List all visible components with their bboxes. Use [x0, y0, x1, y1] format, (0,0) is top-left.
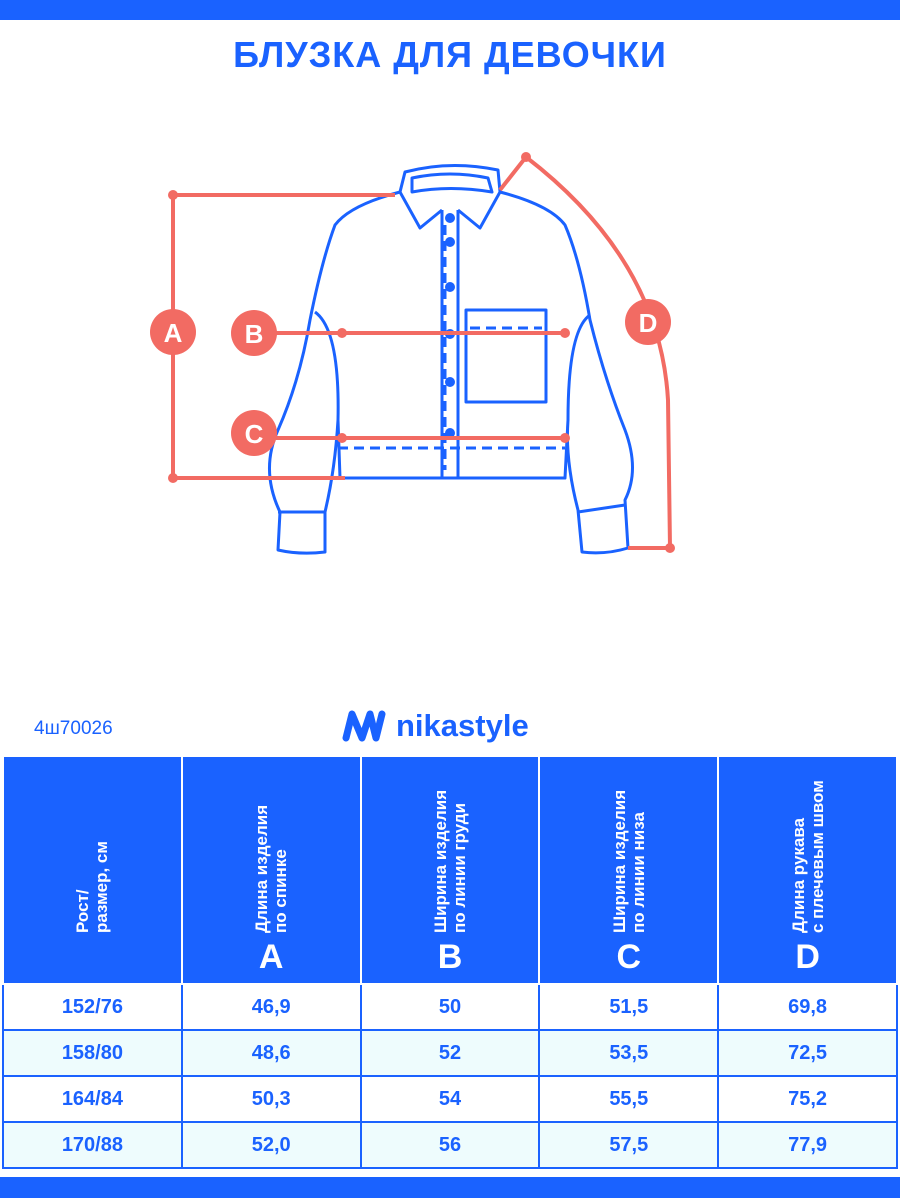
blouse-measurement-diagram: A B C D [150, 152, 675, 555]
cell-c: 55,5 [538, 1075, 720, 1123]
nikastyle-logo-icon [342, 710, 386, 742]
bottom-bar [0, 1177, 900, 1198]
cell-d: 69,8 [717, 983, 898, 1031]
cell-b: 54 [359, 1075, 541, 1123]
badge-c: C [245, 419, 264, 449]
top-bar [0, 0, 900, 20]
blouse-outline [268, 164, 634, 555]
cell-b: 52 [359, 1029, 541, 1077]
brand-logo: nikastyle [342, 708, 529, 744]
brand-name: nikastyle [396, 708, 529, 743]
cell-size: 158/80 [2, 1029, 183, 1077]
cell-a: 50,3 [180, 1075, 362, 1123]
cell-d: 72,5 [717, 1029, 898, 1077]
cell-a: 46,9 [180, 983, 362, 1031]
badge-d: D [639, 308, 658, 338]
article-number: 4ш70026 [34, 718, 113, 739]
measurement-lines [171, 154, 673, 550]
cell-c: 57,5 [538, 1121, 720, 1169]
badge-a: A [164, 318, 183, 348]
cell-a: 48,6 [180, 1029, 362, 1077]
cell-a: 52,0 [180, 1121, 362, 1169]
badge-b: B [245, 319, 264, 349]
cell-b: 56 [359, 1121, 541, 1169]
cell-size: 164/84 [2, 1075, 183, 1123]
cell-size: 152/76 [2, 983, 183, 1031]
measurement-badges: A B C D [150, 299, 671, 456]
cell-b: 50 [359, 983, 541, 1031]
cell-size: 170/88 [2, 1121, 183, 1169]
cell-d: 75,2 [717, 1075, 898, 1123]
cell-c: 53,5 [538, 1029, 720, 1077]
measurement-points [168, 152, 675, 553]
cell-d: 77,9 [717, 1121, 898, 1169]
header-size: Рост/размер, см [2, 757, 183, 985]
cell-c: 51,5 [538, 983, 720, 1031]
page-title: БЛУЗКА ДЛЯ ДЕВОЧКИ [233, 34, 667, 75]
